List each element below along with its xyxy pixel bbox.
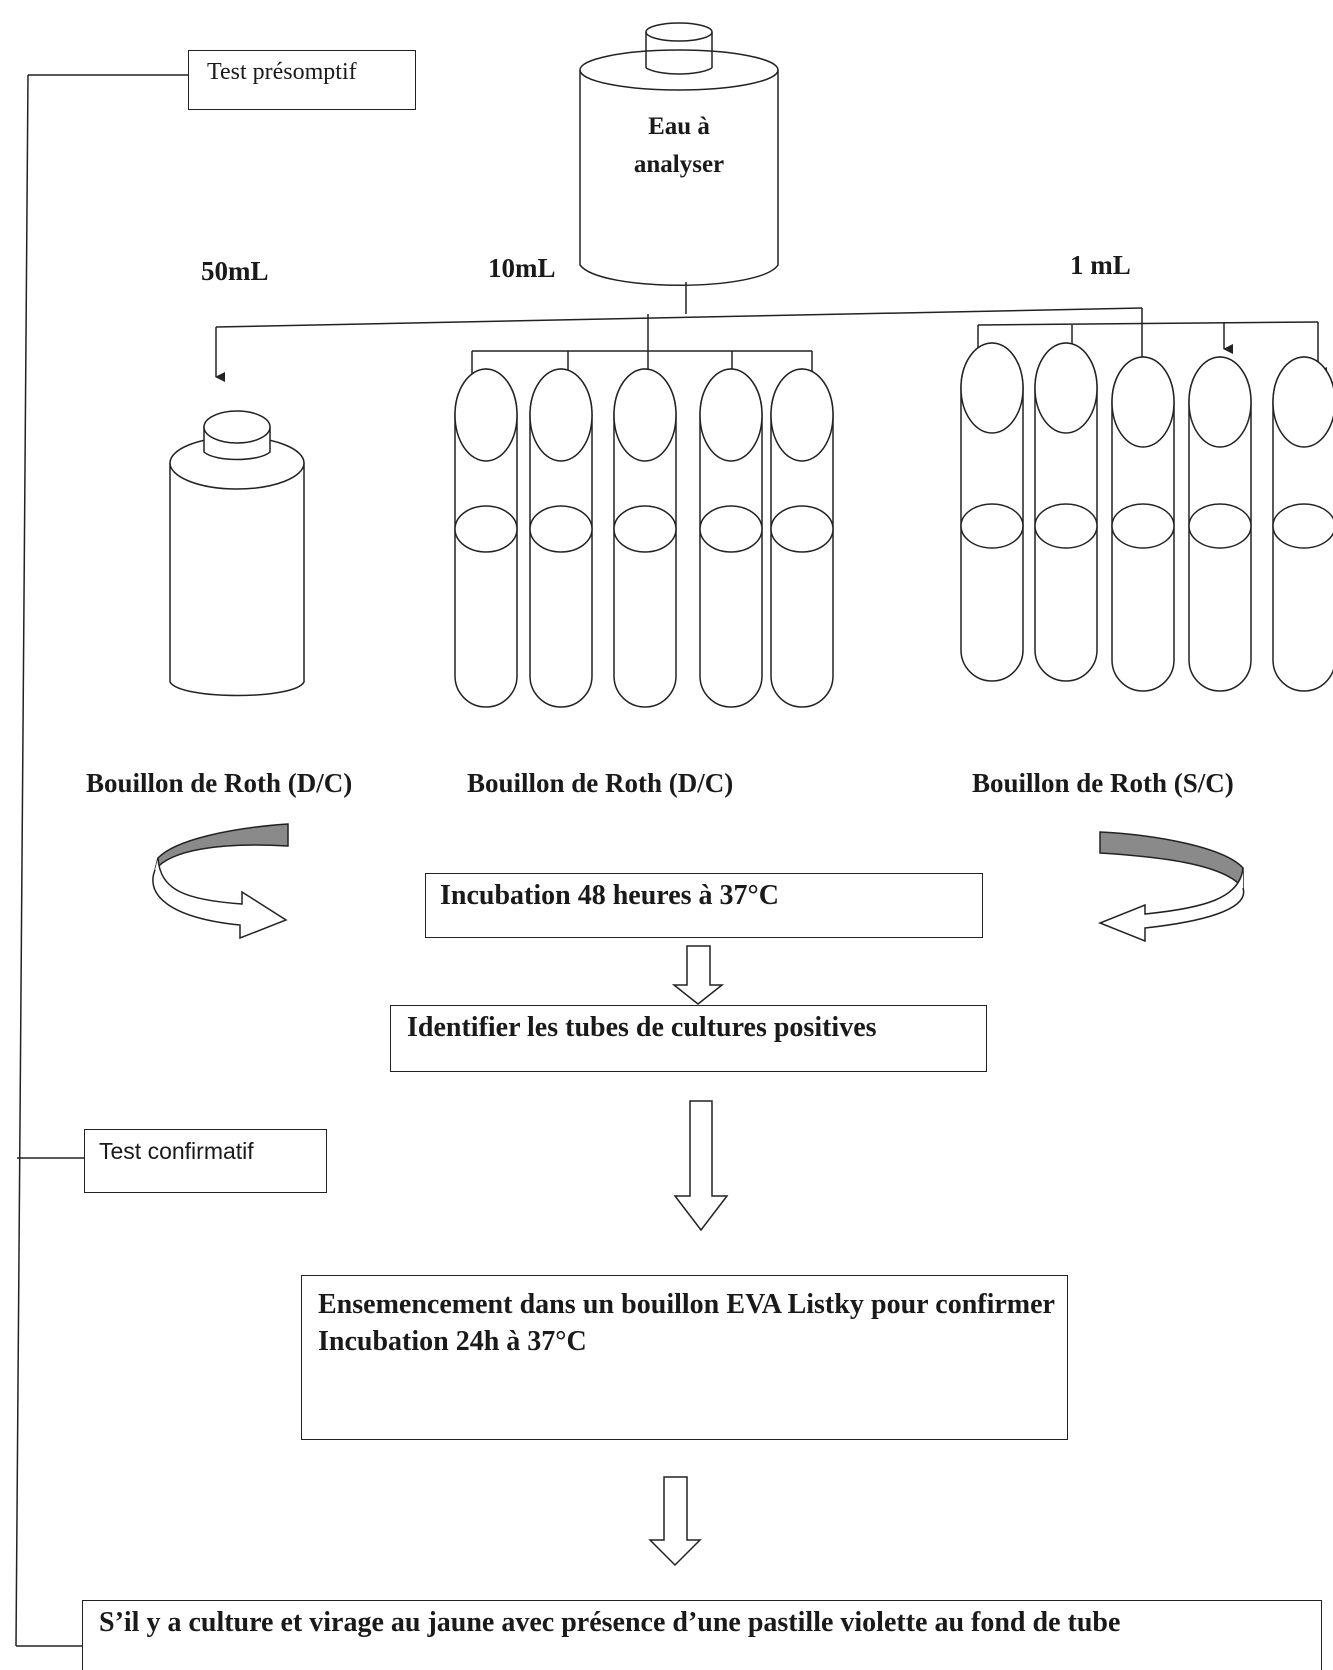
volume-50ml-label: 50mL: [201, 256, 269, 286]
volume-1ml-label: 1 mL: [1070, 250, 1131, 280]
hollow-arrows: [648, 945, 729, 1567]
identify-text: Identifier les tubes de cultures positiv…: [407, 1012, 877, 1043]
water-container: [579, 22, 779, 286]
bottle-50ml: [169, 410, 305, 697]
broth-dc-label-1: Bouillon de Roth (D/C): [86, 768, 353, 798]
tubes-1ml: [960, 342, 1333, 692]
tubes-10ml: [454, 368, 834, 708]
result-text: S’il y a culture et virage au jaune avec…: [99, 1607, 1121, 1638]
result-step: S’il y a culture et virage au jaune avec…: [82, 1600, 1322, 1670]
water-sample-label: Eau à analyser: [633, 113, 725, 178]
test-presumptive-label: Test présomptif: [188, 50, 416, 110]
curved-arrow-right: [1097, 831, 1245, 943]
test-confirmatory-label: Test confirmatif: [84, 1129, 327, 1193]
incubation-text: Incubation 48 heures à 37°C: [440, 880, 779, 911]
incubation-step: Incubation 48 heures à 37°C: [425, 873, 983, 938]
curved-arrow-left: [152, 823, 289, 940]
volume-10ml-label: 10mL: [488, 253, 556, 283]
seeding-step: Ensemencement dans un bouillon EVA Listk…: [301, 1275, 1068, 1440]
broth-sc-label: Bouillon de Roth (S/C): [972, 768, 1234, 798]
bracket-lines: [15, 74, 188, 1647]
broth-dc-label-2: Bouillon de Roth (D/C): [467, 768, 734, 798]
seeding-text: Ensemencement dans un bouillon EVA Listk…: [318, 1289, 1055, 1357]
identify-step: Identifier les tubes de cultures positiv…: [390, 1005, 987, 1072]
